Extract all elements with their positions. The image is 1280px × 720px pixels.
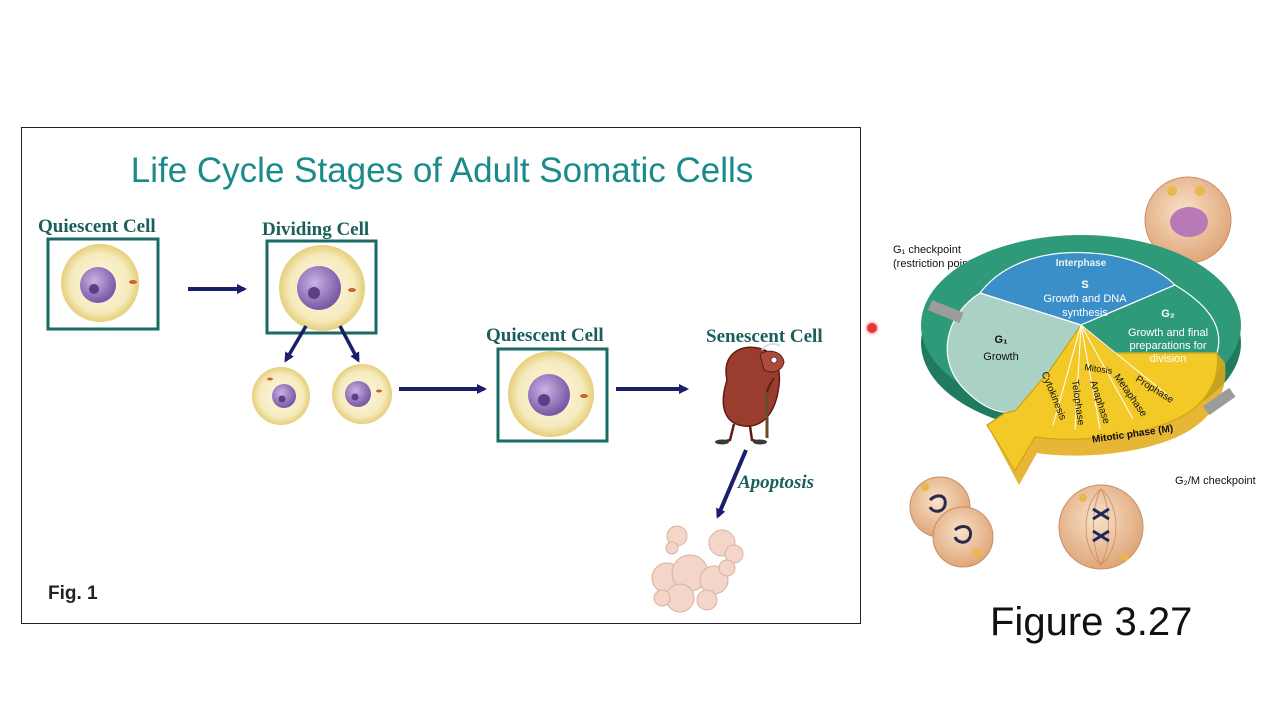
g1-checkpoint-block xyxy=(927,299,964,323)
label-g2-desc-3: division xyxy=(1150,353,1187,365)
label-s-desc-1: Growth and DNA xyxy=(1043,293,1127,305)
telophase-cells-icon xyxy=(909,476,994,568)
cell-cycle-figure: G₁ checkpoint (restriction point) Interp… xyxy=(885,175,1280,575)
label-s: S xyxy=(1081,279,1088,291)
label-restriction-point: (restriction point) xyxy=(893,258,975,270)
s-phase-sector xyxy=(979,251,1177,326)
daughter-cell-left xyxy=(252,367,310,425)
mitotic-arrow-edge xyxy=(987,353,1226,485)
label-s-desc-2: synthesis xyxy=(1062,307,1108,319)
life-cycle-figure: Life Cycle Stages of Adult Somatic Cells… xyxy=(21,127,861,624)
label-g2-desc-2: preparations for xyxy=(1129,340,1206,352)
senescent-cell-cartoon xyxy=(715,342,785,445)
label-senescent-cell: Senescent Cell xyxy=(706,326,823,347)
label-quiescent-cell-2: Quiescent Cell xyxy=(486,325,604,346)
quiescent-cell-1-frame xyxy=(46,237,160,331)
arrow-division-right xyxy=(338,325,360,363)
arrow-senescent-to-apoptosis xyxy=(716,449,748,519)
label-g2m-checkpoint: G₂/M checkpoint xyxy=(1175,475,1256,487)
figure-caption: Fig. 1 xyxy=(48,583,98,604)
dividing-cell xyxy=(279,245,365,331)
metaphase-cell-icon xyxy=(1058,484,1144,570)
mitosis-dividers xyxy=(1052,324,1171,431)
label-g1-checkpoint: G₁ checkpoint xyxy=(893,244,961,256)
pointer-dot xyxy=(867,323,877,333)
figure-label: Figure 3.27 xyxy=(990,600,1193,644)
dividing-cell-frame xyxy=(265,239,378,335)
label-apoptosis: Apoptosis xyxy=(737,472,814,493)
quiescent-cell-2-frame xyxy=(496,347,609,443)
quiescent-cell-2 xyxy=(508,351,594,437)
apoptotic-fragments xyxy=(651,525,744,613)
cell-cycle-diagram: G₁ checkpoint (restriction point) Interp… xyxy=(893,176,1256,570)
label-interphase: Interphase xyxy=(1056,258,1107,269)
label-dividing-cell: Dividing Cell xyxy=(262,219,369,240)
label-quiescent-cell-1: Quiescent Cell xyxy=(38,216,156,237)
daughter-cell-right xyxy=(332,364,392,424)
g2m-checkpoint-block xyxy=(1203,387,1236,416)
life-cycle-diagram: Life Cycle Stages of Adult Somatic Cells… xyxy=(38,151,823,613)
label-g1: G₁ xyxy=(994,334,1008,346)
interphase-cell-icon xyxy=(1144,176,1232,264)
label-g1-desc: Growth xyxy=(983,351,1018,363)
label-g2: G₂ xyxy=(1161,308,1175,320)
arrow-division-left xyxy=(284,325,308,363)
figure-title: Life Cycle Stages of Adult Somatic Cells xyxy=(131,151,754,190)
quiescent-cell-1 xyxy=(61,244,139,322)
label-mitosis: Mitosis xyxy=(1084,362,1114,376)
label-g2-desc-1: Growth and final xyxy=(1128,327,1208,339)
